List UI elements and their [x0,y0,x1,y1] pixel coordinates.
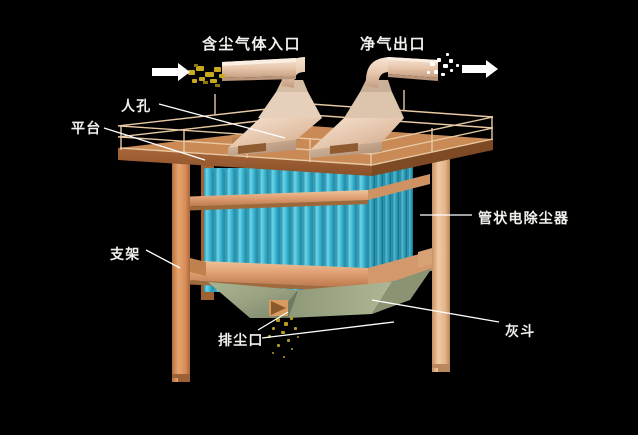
support-leader [145,249,181,269]
support-frame-front [172,150,450,382]
outlet-duct-bend [365,57,390,88]
hood-right-top [310,118,404,150]
outlet-clean-gas-particles [427,53,459,76]
mid-tie-beams [176,174,430,211]
leader-lines [103,103,500,339]
platform-deck [118,126,493,176]
column-left [172,160,190,382]
inlet-dusty-gas-particles [188,64,225,87]
dust-outlet-leader2 [261,321,395,339]
deck-edge-front [118,148,372,176]
hopper-callout-label: 灰斗 [505,324,536,340]
outlet-title-label: 净气出口 [360,35,427,53]
deck-hatch-plates [238,143,358,154]
outlet-flow-arrow [462,60,498,78]
hopper-right [288,282,392,318]
precipitator-callout-label: 管状电除尘器 [478,211,570,227]
manhole-leader [158,103,286,139]
column-right [432,150,450,372]
dust-outlet-leader1 [257,311,289,331]
platform-callout-label: 平台 [71,121,102,137]
hopper-leader [371,299,500,323]
hood-left-top [228,118,322,148]
dust-discharge-spout [269,300,288,316]
platform-leader [103,127,206,161]
deck-top [118,126,493,165]
dust-outlet-callout-label: 排尘口 [218,333,264,349]
deck-edge-right [372,139,493,176]
inlet-flow-arrow [152,63,190,81]
outlet-hood-assembly [310,57,438,158]
manhole-callout-label: 人孔 [121,99,152,115]
support-callout-label: 支架 [110,247,141,263]
ash-hopper [208,268,432,318]
inlet-title-label: 含尘气体入口 [202,35,302,53]
